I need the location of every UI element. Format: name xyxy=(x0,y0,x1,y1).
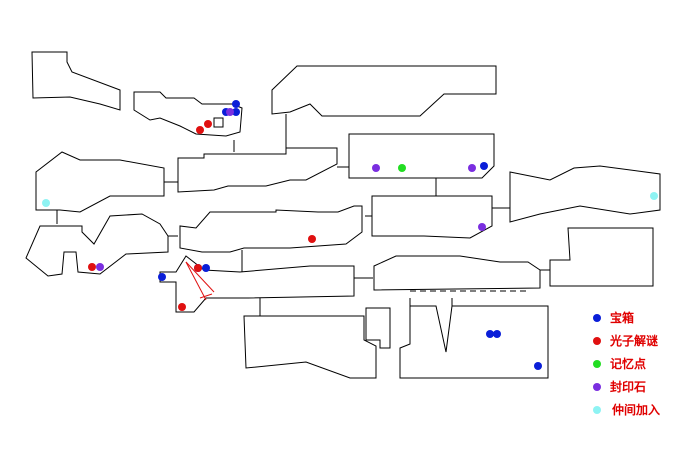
photon-puzzle-marker xyxy=(308,235,316,243)
room xyxy=(509,165,661,223)
seal-stone-marker xyxy=(226,108,234,116)
room xyxy=(159,255,355,313)
seal-stone-marker xyxy=(372,164,380,172)
legend-treasure-dot xyxy=(593,314,601,322)
room xyxy=(365,307,391,349)
legend-seal-stone-dot xyxy=(593,383,601,391)
legend-photon-puzzle-label: 光子解谜 xyxy=(609,333,659,348)
legend-save-point-label: 记忆点 xyxy=(610,356,646,371)
room xyxy=(399,305,549,379)
beam-line xyxy=(185,261,215,293)
companion-join-marker xyxy=(42,199,50,207)
photon-beam xyxy=(185,261,215,301)
treasure-marker xyxy=(493,330,501,338)
room xyxy=(371,195,493,239)
photon-puzzle-marker xyxy=(204,120,212,128)
legend-companion-join-dot xyxy=(593,406,601,414)
save-point-marker xyxy=(398,164,406,172)
photon-puzzle-marker xyxy=(88,263,96,271)
treasure-marker xyxy=(480,162,488,170)
seal-stone-marker xyxy=(478,223,486,231)
room xyxy=(243,315,377,379)
rooms xyxy=(25,51,661,379)
door-marker xyxy=(213,117,224,128)
legend-seal-stone-label: 封印石 xyxy=(610,379,646,394)
photon-puzzle-marker xyxy=(178,303,186,311)
seal-stone-marker xyxy=(468,164,476,172)
treasure-marker xyxy=(232,100,240,108)
treasure-marker xyxy=(158,273,166,281)
treasure-marker xyxy=(232,108,240,116)
photon-puzzle-marker xyxy=(194,264,202,272)
seal-stone-marker xyxy=(96,263,104,271)
treasure-marker xyxy=(486,330,494,338)
legend-photon-puzzle-dot xyxy=(593,337,601,345)
treasure-marker xyxy=(202,264,210,272)
room xyxy=(35,151,165,213)
markers xyxy=(42,100,658,370)
room xyxy=(179,205,363,253)
legend-companion-join-label: 仲间加入 xyxy=(612,402,660,417)
room xyxy=(177,147,338,193)
room xyxy=(348,133,495,179)
treasure-marker xyxy=(534,362,542,370)
room xyxy=(373,255,541,291)
beam-line xyxy=(199,293,213,299)
legend-save-point-dot xyxy=(593,360,601,368)
room xyxy=(25,213,169,277)
room xyxy=(31,51,121,111)
room xyxy=(271,65,497,117)
companion-join-marker xyxy=(650,192,658,200)
beam-line xyxy=(185,261,207,301)
room xyxy=(549,227,654,287)
legend-treasure-label: 宝箱 xyxy=(610,310,634,325)
photon-puzzle-marker xyxy=(196,126,204,134)
